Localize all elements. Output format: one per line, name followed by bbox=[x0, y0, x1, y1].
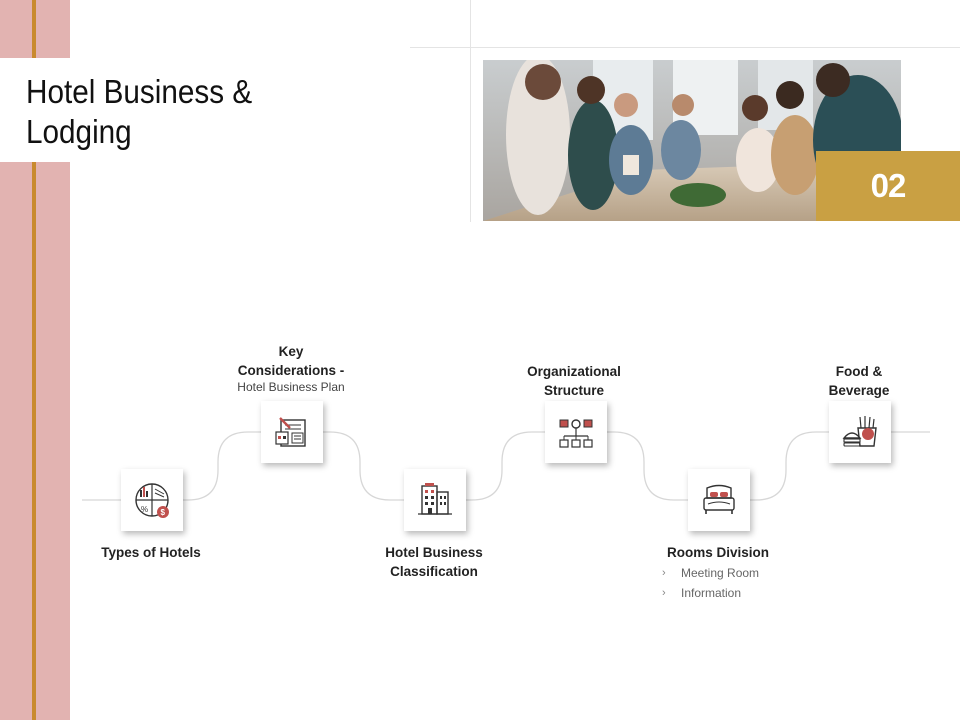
org-chart-icon bbox=[559, 419, 593, 448]
list-item: ›Meeting Room bbox=[662, 563, 822, 583]
list-item: ›Information bbox=[662, 583, 822, 603]
hotel-building-icon bbox=[418, 483, 452, 515]
page-title: Hotel Business &Lodging bbox=[26, 72, 252, 152]
step-card-rooms-division[interactable] bbox=[688, 469, 750, 531]
food-beverage-icon bbox=[842, 416, 877, 447]
rooms-division-list: ›Meeting Room ›Information bbox=[662, 563, 822, 603]
side-accent-line bbox=[32, 0, 36, 720]
step-label-types-of-hotels: Types of Hotels bbox=[101, 545, 201, 560]
svg-text:%: % bbox=[141, 505, 148, 514]
step-label-food-beverage: Food &Beverage bbox=[828, 364, 890, 398]
pie-chart-icon: % $ bbox=[135, 483, 169, 518]
step-card-org-structure[interactable] bbox=[545, 401, 607, 463]
step-card-key-considerations[interactable] bbox=[261, 401, 323, 463]
bed-icon bbox=[703, 484, 735, 514]
business-plan-icon bbox=[275, 417, 306, 447]
chevron-right-icon: › bbox=[662, 587, 666, 599]
section-badge: 02 bbox=[816, 151, 960, 221]
step-card-hotel-classification[interactable] bbox=[404, 469, 466, 531]
step-card-food-beverage[interactable] bbox=[829, 401, 891, 463]
chevron-right-icon: › bbox=[662, 567, 666, 579]
step-card-types-of-hotels[interactable]: % $ bbox=[121, 469, 183, 531]
guide-line-vertical bbox=[470, 0, 471, 222]
page-title-line-2: Lodging bbox=[26, 113, 132, 150]
step-label-rooms-division: Rooms Division bbox=[666, 545, 769, 560]
section-number: 02 bbox=[870, 167, 907, 204]
step-sublabel-business-plan: Hotel Business Plan bbox=[237, 380, 345, 394]
meeting-photo bbox=[483, 60, 901, 221]
page-title-line-1: Hotel Business & bbox=[26, 73, 253, 110]
guide-line-horizontal bbox=[410, 47, 960, 48]
title-box bbox=[0, 58, 420, 162]
svg-text:$: $ bbox=[161, 508, 166, 517]
